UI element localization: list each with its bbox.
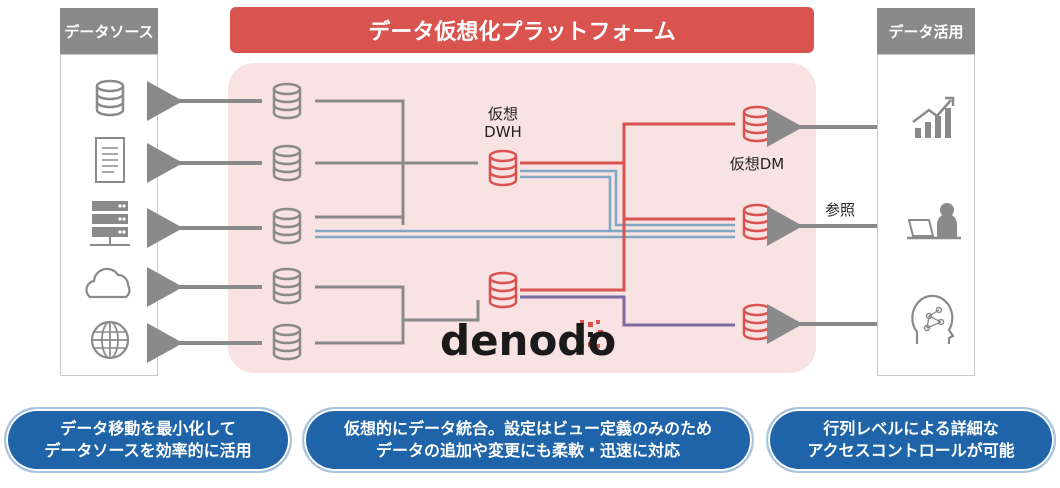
purple-connector [520, 295, 735, 327]
virtual-dm-db-icon-1 [742, 105, 772, 143]
platform-source-db-2 [272, 144, 302, 182]
document-icon [95, 137, 125, 183]
benefit-pill-1-line2: データソースを効率的に活用 [44, 441, 252, 460]
data-usage-panel [877, 54, 975, 376]
virtual-dm-db-icon-2 [742, 203, 772, 241]
platform-source-db-1 [272, 82, 302, 120]
benefit-pill-3-line2: アクセスコントロールが可能 [807, 441, 1015, 460]
denodo-logo: denodo [440, 316, 617, 365]
globe-icon [90, 320, 130, 360]
cloud-icon [85, 267, 131, 299]
benefit-pill-3-line1: 行列レベルによる詳細な [823, 419, 999, 438]
benefit-pill-2-line2: データの追加や変更にも柔軟・迅速に対応 [375, 441, 680, 460]
platform-source-db-3 [272, 207, 302, 245]
virtual-dwh-label-line2: DWH [484, 123, 522, 141]
virtual-dm-label: 仮想DM [729, 155, 785, 173]
server-icon [90, 201, 130, 246]
chart-icon [912, 96, 955, 138]
source-arrows [147, 81, 262, 363]
virtual-dwh-label-line1: 仮想 [487, 105, 518, 123]
person-laptop-icon [907, 203, 961, 240]
platform-title: データ仮想化プラットフォーム [230, 7, 814, 53]
gray-connectors [315, 99, 480, 345]
virtual-dm-db-icon-3 [742, 303, 772, 341]
benefit-pill-2: 仮想的にデータ統合。設定はビュー定義のみのため データの追加や変更にも柔軟・迅速… [302, 407, 754, 473]
data-usage-header: データ活用 [877, 8, 975, 54]
benefit-pill-3: 行列レベルによる詳細な アクセスコントロールが可能 [766, 407, 1056, 473]
database-icon [95, 79, 125, 117]
platform-source-db-5 [272, 323, 302, 361]
benefit-pill-1-line1: データ移動を最小化して [60, 419, 236, 438]
consumer-arrows [767, 107, 877, 344]
denodo-logo-mark [578, 320, 603, 348]
reference-label: 参照 [824, 201, 855, 219]
red-connectors [520, 122, 735, 292]
blue-connector [315, 169, 735, 239]
virtual-dwh-db-icon-2 [488, 271, 518, 309]
brain-icon [911, 294, 955, 344]
platform-source-db-4 [272, 267, 302, 305]
data-source-header: データソース [60, 8, 158, 54]
virtual-dwh-label: 仮想 DWH [468, 105, 538, 141]
virtual-dwh-db-icon [488, 149, 518, 187]
benefit-pill-2-line1: 仮想的にデータ統合。設定はビュー定義のみのため [343, 419, 712, 438]
benefit-pill-1: データ移動を最小化して データソースを効率的に活用 [4, 407, 292, 473]
